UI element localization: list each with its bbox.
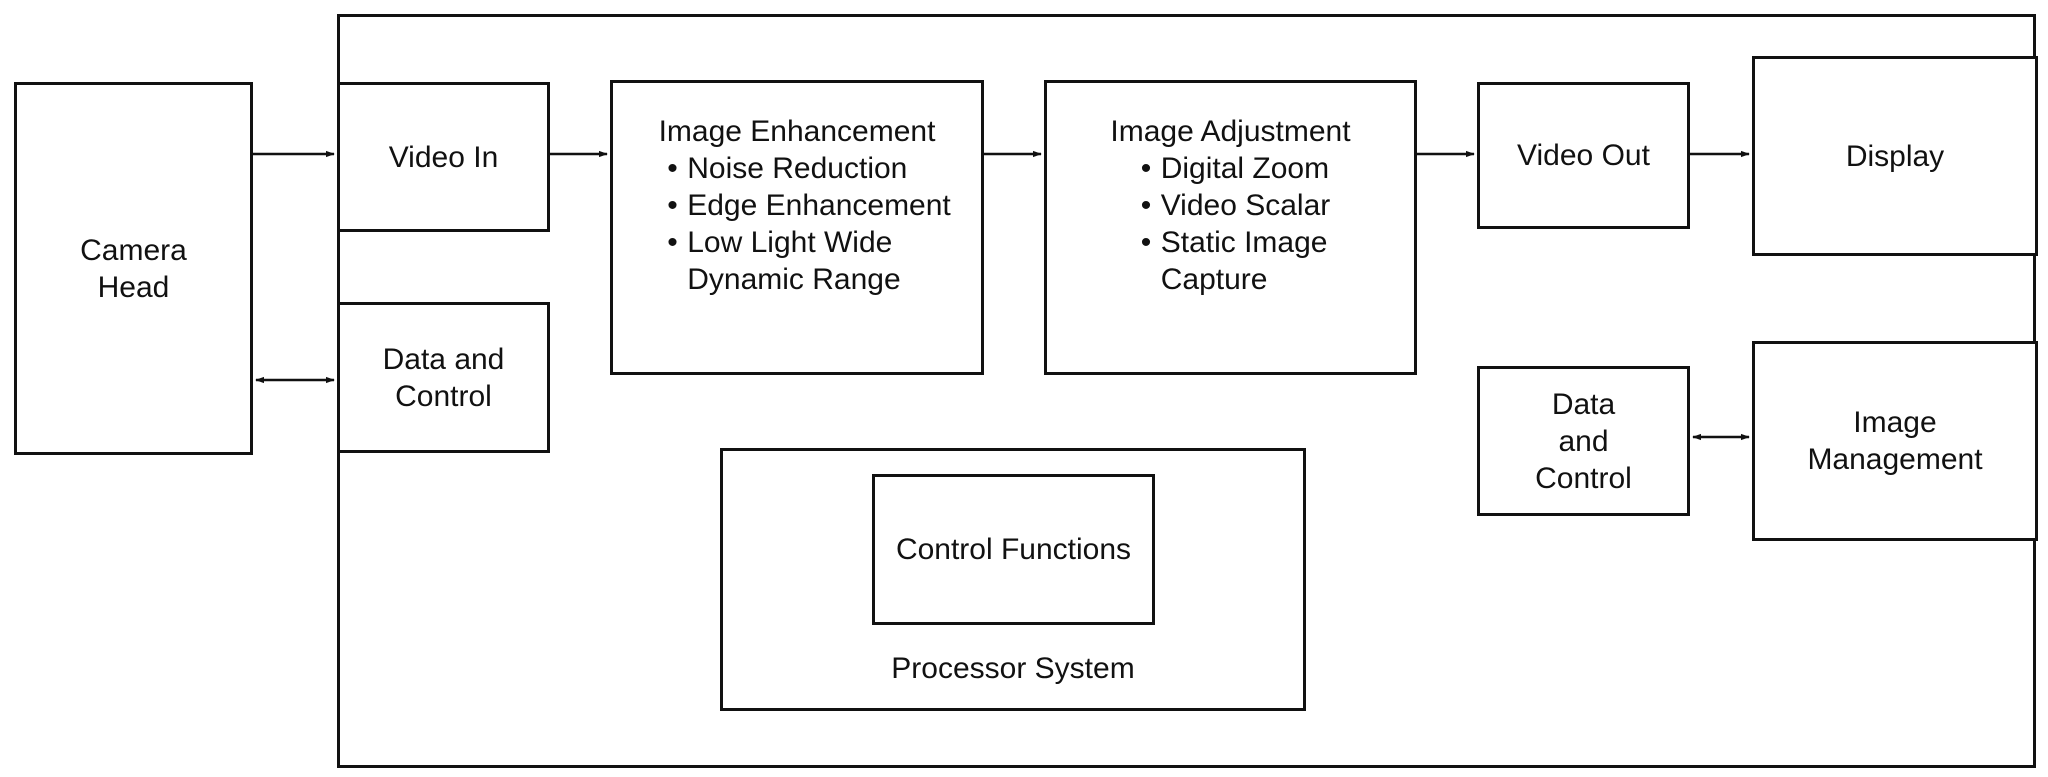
image-adjustment-item-continuation: Capture [1141, 261, 1331, 298]
image-adjustment-item-label: Static Image [1160, 226, 1328, 259]
display-label: Display [1845, 139, 1945, 173]
bullet-icon: • [667, 189, 678, 222]
bullet-icon: • [667, 226, 678, 259]
camera-head-block: Camera Head [14, 82, 253, 455]
image-enhancement-item: • Noise Reduction [667, 150, 951, 187]
data-control-left-block: Data and Control [337, 302, 550, 453]
image-enhancement-continuation-label: Dynamic Range [687, 263, 901, 296]
control-functions-block: Control Functions [872, 474, 1155, 625]
processor-system-label: Processor System [891, 652, 1135, 685]
data-control-right-line-1: Data [1551, 387, 1616, 421]
control-functions-label: Control Functions [895, 533, 1132, 566]
image-adjustment-title: Image Adjustment [1110, 115, 1351, 148]
image-adjustment-item: •Video Scalar [1141, 187, 1331, 224]
image-adjustment-block: Image Adjustment •Digital Zoom •Video Sc… [1044, 80, 1417, 375]
video-in-label: Video In [388, 140, 499, 174]
bullet-icon: • [1140, 189, 1152, 222]
data-control-right-line-2: and [1558, 424, 1609, 458]
image-enhancement-item: • Edge Enhancement [667, 187, 951, 224]
image-adjustment-item-label: Video Scalar [1160, 189, 1331, 222]
image-enhancement-block: Image Enhancement • Noise Reduction • Edge… [610, 80, 984, 375]
video-out-block: Video Out [1477, 82, 1690, 229]
video-in-block: Video In [337, 82, 550, 232]
image-management-line-2: Management [1807, 443, 1983, 476]
data-control-left-line-1: Data and [382, 342, 505, 376]
display-block: Display [1752, 56, 2038, 256]
image-enhancement-title: Image Enhancement [658, 115, 936, 148]
image-enhancement-list: • Noise Reduction • Edge Enhancement • Low … [667, 150, 951, 298]
image-adjustment-item-label: Digital Zoom [1160, 152, 1330, 185]
data-control-right-line-3: Control [1535, 461, 1632, 495]
video-out-label: Video Out [1517, 139, 1650, 172]
image-adjustment-list: •Digital Zoom •Video Scalar •Static Imag… [1141, 150, 1331, 298]
image-enhancement-item-label: Noise Reduction [687, 152, 908, 185]
bullet-icon: • [1140, 152, 1152, 185]
bullet-icon: • [667, 152, 678, 185]
data-control-right-block: Data and Control [1477, 366, 1690, 516]
bullet-icon: • [1140, 226, 1152, 259]
image-adjustment-continuation-label: Capture [1160, 263, 1268, 296]
image-enhancement-item-label: Low Light Wide [687, 226, 893, 259]
image-management-line-1: Image [1853, 406, 1937, 439]
data-control-left-line-2: Control [395, 379, 492, 413]
camera-head-label-line-2: Head [97, 270, 170, 304]
image-enhancement-item: • Low Light Wide [667, 224, 951, 261]
image-enhancement-item-continuation: Dynamic Range [667, 261, 951, 298]
image-adjustment-item: •Digital Zoom [1141, 150, 1331, 187]
image-management-block: Image Management [1752, 341, 2038, 541]
camera-head-label-line-1: Camera [80, 233, 187, 267]
image-adjustment-item: •Static Image [1141, 224, 1331, 261]
image-enhancement-item-label: Edge Enhancement [687, 189, 951, 222]
